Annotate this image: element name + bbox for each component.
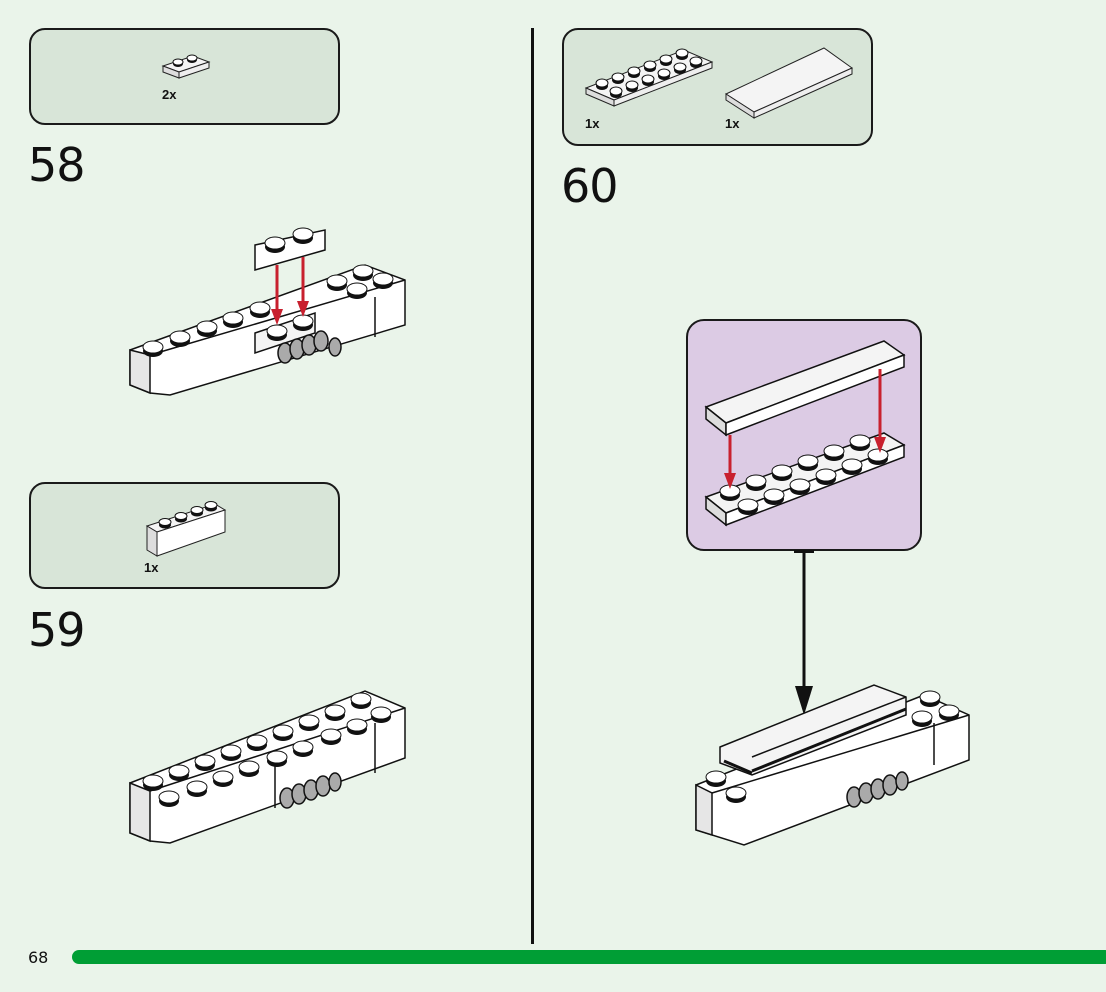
step-number: 59 [28,603,86,657]
part-quantity: 1x [585,116,600,131]
brick-1x4-icon [145,501,227,557]
part-quantity: 1x [144,560,159,575]
footer-bar [72,950,1106,964]
plate-2x6-icon [584,48,714,107]
part-quantity: 1x [725,116,740,131]
step-number: 60 [561,159,619,213]
column-divider [531,28,534,944]
page-number: 68 [28,948,49,967]
studs [142,227,394,357]
step-number: 58 [28,138,86,192]
subassembly-callout [686,319,922,551]
step-60-model [695,684,970,846]
plate-1x2-icon [161,54,211,79]
step-59-parts-box: 1x [29,482,340,589]
subassembly-illustration [704,340,906,527]
red-arrows [271,257,309,325]
step-59-model [129,690,406,844]
part-quantity: 2x [162,87,177,102]
step-58-model [129,227,406,396]
down-arrow [794,550,814,715]
tile-2x6-icon [724,47,853,119]
red-arrows [724,369,886,489]
step-58-parts-box: 2x [29,28,340,125]
step-60-parts-box: 1x 1x [562,28,873,146]
